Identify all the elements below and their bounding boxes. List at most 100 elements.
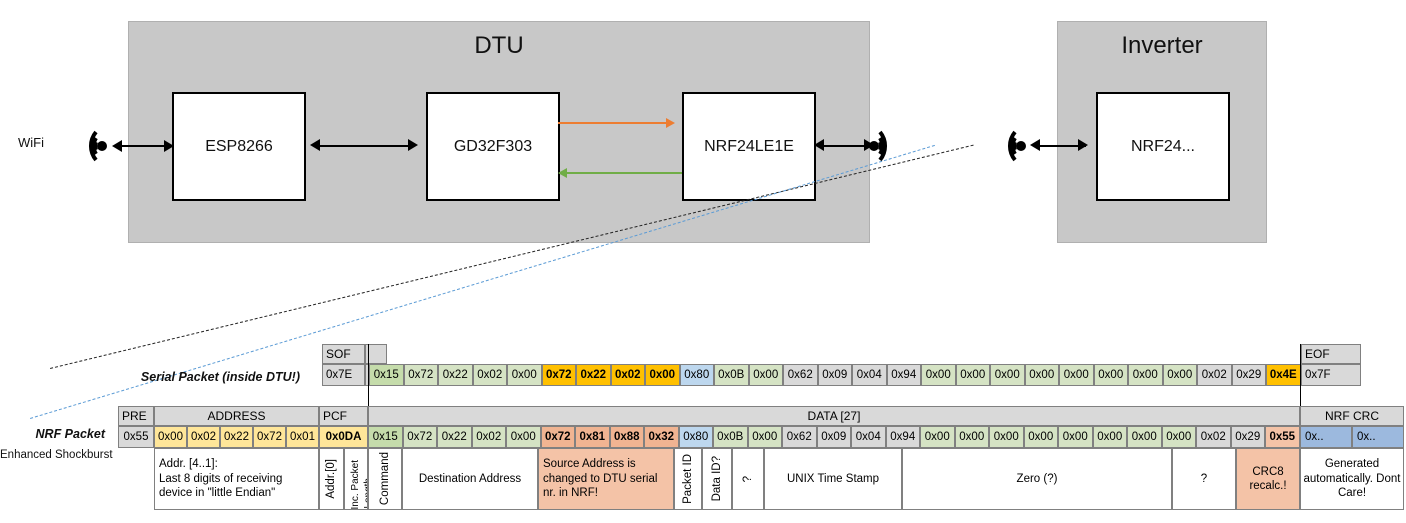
dtu-title: DTU bbox=[474, 32, 524, 59]
serial-byte-14: 0x04 bbox=[852, 364, 887, 386]
serial-byte-3: 0x02 bbox=[472, 364, 507, 386]
serial-eof-header: EOF bbox=[1301, 344, 1361, 364]
desc-unknown1-text: ? bbox=[741, 475, 754, 483]
nrf-crc-byte-1: 0x.. bbox=[1352, 426, 1404, 448]
nrf-byte-14: 0x04 bbox=[851, 426, 886, 448]
nrf-byte-11: 0x00 bbox=[747, 426, 782, 448]
desc-address-text: Addr. [4..1]: Last 8 digits of receiving… bbox=[159, 458, 283, 500]
nrf-address-header: ADDRESS bbox=[154, 406, 319, 426]
desc-pcf: 9 Bit! Inc. Packet Length bbox=[344, 448, 368, 510]
desc-destination-text: Destination Address bbox=[418, 472, 522, 485]
nrf-byte-20: 0x00 bbox=[1058, 426, 1093, 448]
nrf-crc-byte-0: 0x.. bbox=[1300, 426, 1352, 448]
desc-timestamp: UNIX Time Stamp bbox=[764, 448, 902, 510]
serial-byte-2: 0x22 bbox=[438, 364, 473, 386]
nrf-packet-sublabel: Enhanced Shockburst bbox=[0, 449, 113, 461]
nrf-address-byte-1: 0x02 bbox=[187, 426, 220, 448]
nrf-byte-25: 0x29 bbox=[1230, 426, 1265, 448]
serial-byte-21: 0x00 bbox=[1093, 364, 1128, 386]
serial-byte-6: 0x22 bbox=[576, 364, 611, 386]
wifi-esp-line bbox=[118, 145, 172, 147]
serial-byte-20: 0x00 bbox=[1059, 364, 1094, 386]
inverter-antenna-line bbox=[1036, 145, 1086, 147]
rf-antenna-icon-dtu bbox=[862, 122, 904, 166]
nrf-byte-5: 0x72 bbox=[540, 426, 575, 448]
desc-nrf-crc: Generated automatically. Dont Care! bbox=[1300, 448, 1404, 510]
nrf-byte-8: 0x32 bbox=[644, 426, 679, 448]
serial-tx-line bbox=[558, 122, 670, 124]
inverter-antenna-arrow-left bbox=[1030, 139, 1040, 151]
nrf-byte-12: 0x62 bbox=[782, 426, 817, 448]
serial-byte-23: 0x00 bbox=[1162, 364, 1197, 386]
desc-addr0: Addr.[0] bbox=[319, 448, 344, 510]
wifi-esp-arrow-left bbox=[112, 140, 122, 152]
chip-nrf24-label: NRF24... bbox=[1130, 137, 1195, 155]
nrf-byte-10: 0x0B bbox=[713, 426, 748, 448]
serial-byte-26: 0x4E bbox=[1266, 364, 1301, 386]
chip-nrf24: NRF24... bbox=[1096, 92, 1230, 201]
nrf-byte-21: 0x00 bbox=[1092, 426, 1127, 448]
nrf-packet-label: NRF Packet bbox=[35, 427, 105, 441]
nrf-address-byte-3: 0x72 bbox=[253, 426, 286, 448]
nrf-byte-3: 0x02 bbox=[471, 426, 506, 448]
nrf-byte-1: 0x72 bbox=[402, 426, 437, 448]
serial-byte-15: 0x94 bbox=[886, 364, 921, 386]
nrf-antenna-line bbox=[820, 145, 872, 147]
nrf-byte-13: 0x09 bbox=[816, 426, 851, 448]
chip-gd32f303-label: GD32F303 bbox=[453, 137, 533, 155]
serial-byte-22: 0x00 bbox=[1128, 364, 1163, 386]
serial-rx-arrow bbox=[558, 168, 567, 178]
nrf-byte-18: 0x00 bbox=[989, 426, 1024, 448]
serial-byte-0: 0x15 bbox=[369, 364, 404, 386]
nrf-byte-2: 0x22 bbox=[437, 426, 472, 448]
desc-unknown2-text: ? bbox=[1200, 472, 1208, 485]
desc-zero-text: Zero (?) bbox=[1016, 472, 1058, 485]
desc-source: Source Address is changed to DTU serial … bbox=[538, 448, 674, 510]
nrf-byte-17: 0x00 bbox=[954, 426, 989, 448]
wifi-label: WiFi bbox=[18, 135, 44, 150]
nrf-address-byte-0: 0x00 bbox=[154, 426, 187, 448]
nrf-byte-22: 0x00 bbox=[1127, 426, 1162, 448]
desc-addr0-text: Addr.[0] bbox=[325, 459, 338, 499]
serial-byte-10: 0x0B bbox=[714, 364, 749, 386]
serial-byte-16: 0x00 bbox=[921, 364, 956, 386]
nrf-antenna-arrow-left bbox=[814, 139, 824, 151]
esp-gd32-arrow-left bbox=[310, 139, 320, 151]
nrf-pcf-header: PCF bbox=[319, 406, 368, 426]
serial-byte-17: 0x00 bbox=[955, 364, 990, 386]
nrf-crc-row: 0x..0x.. bbox=[1300, 426, 1404, 448]
desc-unknown2: ? bbox=[1172, 448, 1236, 510]
wifi-esp-arrow-right bbox=[164, 140, 174, 152]
serial-byte-4: 0x00 bbox=[507, 364, 542, 386]
serial-byte-9: 0x80 bbox=[679, 364, 714, 386]
serial-sof-header: SOF bbox=[322, 344, 365, 364]
desc-crc8: CRC8 recalc.! bbox=[1236, 448, 1300, 510]
nrf-address-byte-2: 0x22 bbox=[220, 426, 253, 448]
desc-timestamp-text: UNIX Time Stamp bbox=[786, 472, 880, 485]
serial-byte-24: 0x02 bbox=[1197, 364, 1232, 386]
desc-command: Command bbox=[368, 448, 402, 510]
desc-crc8-text: CRC8 recalc.! bbox=[1249, 465, 1287, 492]
desc-pcf-line2: Inc. Packet bbox=[349, 459, 361, 509]
serial-eof-value: 0x7F bbox=[1301, 364, 1361, 386]
nrf-byte-19: 0x00 bbox=[1023, 426, 1058, 448]
desc-data-id: Data ID? bbox=[702, 448, 732, 510]
nrf-crc-header: NRF CRC bbox=[1300, 406, 1404, 426]
nrf-byte-6: 0x81 bbox=[575, 426, 610, 448]
desc-destination: Destination Address bbox=[402, 448, 538, 510]
block-diagram: DTU Inverter WiFi ESP8266 GD32F303 NRF24… bbox=[18, 21, 1267, 419]
serial-byte-8: 0x00 bbox=[645, 364, 680, 386]
desc-pcf-line1: 9 Bit! bbox=[344, 486, 348, 509]
serial-byte-7: 0x02 bbox=[610, 364, 645, 386]
desc-nrf-crc-text: Generated automatically. Dont Care! bbox=[1303, 458, 1401, 500]
nrf-byte-26: 0x55 bbox=[1265, 426, 1300, 448]
nrf-byte-4: 0x00 bbox=[506, 426, 541, 448]
inverter-title: Inverter bbox=[1121, 32, 1203, 59]
chip-esp8266: ESP8266 bbox=[172, 92, 306, 201]
serial-byte-25: 0x29 bbox=[1231, 364, 1266, 386]
desc-source-text: Source Address is changed to DTU serial … bbox=[543, 458, 658, 500]
desc-packet-id: Packet ID bbox=[674, 448, 702, 510]
